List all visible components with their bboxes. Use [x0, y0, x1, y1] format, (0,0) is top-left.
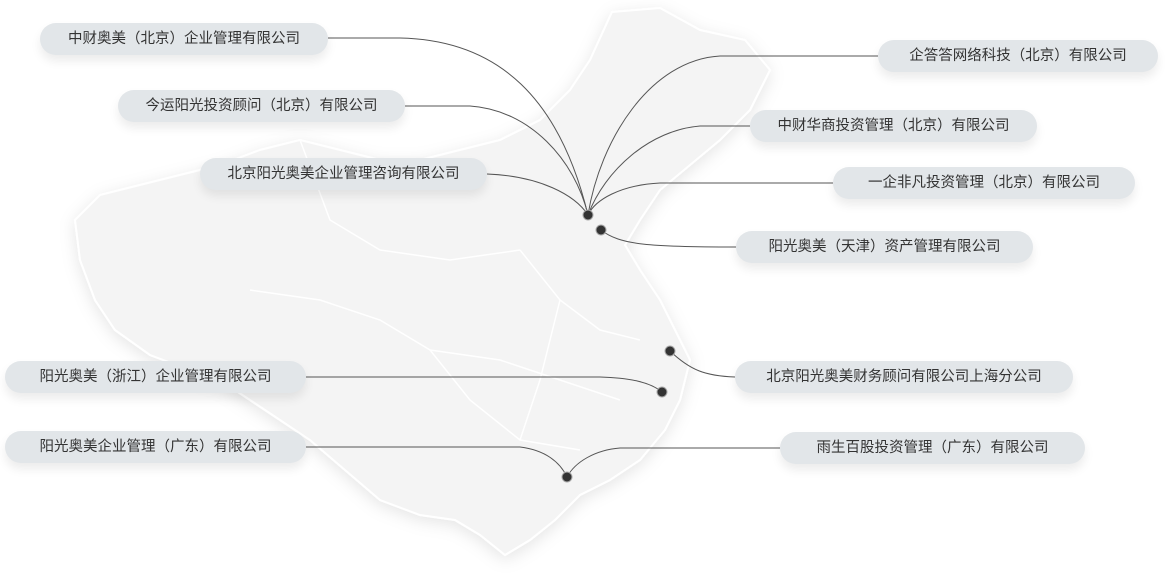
office-label-bjygam-zx: 北京阳光奥美企业管理咨询有限公司 [200, 158, 487, 190]
office-label-bjygam-sh: 北京阳光奥美财务顾问有限公司上海分公司 [735, 361, 1073, 393]
office-label-ygam-tj: 阳光奥美（天津）资产管理有限公司 [736, 231, 1033, 263]
office-label-ysbg-gd: 雨生百股投资管理（广东）有限公司 [780, 432, 1085, 464]
office-label-yqff-bj: 一企非凡投资管理（北京）有限公司 [833, 167, 1135, 199]
office-label-ygam-zj: 阳光奥美（浙江）企业管理有限公司 [5, 361, 306, 393]
location-dots [561, 209, 676, 483]
connector-lines [306, 37, 878, 478]
zhejiang-dot [656, 386, 668, 398]
beijing-dot [582, 209, 594, 221]
office-label-jyyg-bj: 今运阳光投资顾问（北京）有限公司 [118, 90, 405, 122]
office-label-zchs-bj: 中财华商投资管理（北京）有限公司 [750, 110, 1037, 142]
office-label-ygam-gd: 阳光奥美企业管理（广东）有限公司 [5, 431, 306, 463]
shanghai-dot [664, 345, 676, 357]
guangdong-dot [561, 471, 573, 483]
tianjin-dot [595, 224, 607, 236]
office-label-zcam-bj: 中财奥美（北京）企业管理有限公司 [40, 23, 328, 55]
china-outline [73, 6, 772, 557]
office-label-qdd-bj: 企答答网络科技（北京）有限公司 [878, 40, 1158, 72]
province-borders [249, 139, 641, 451]
